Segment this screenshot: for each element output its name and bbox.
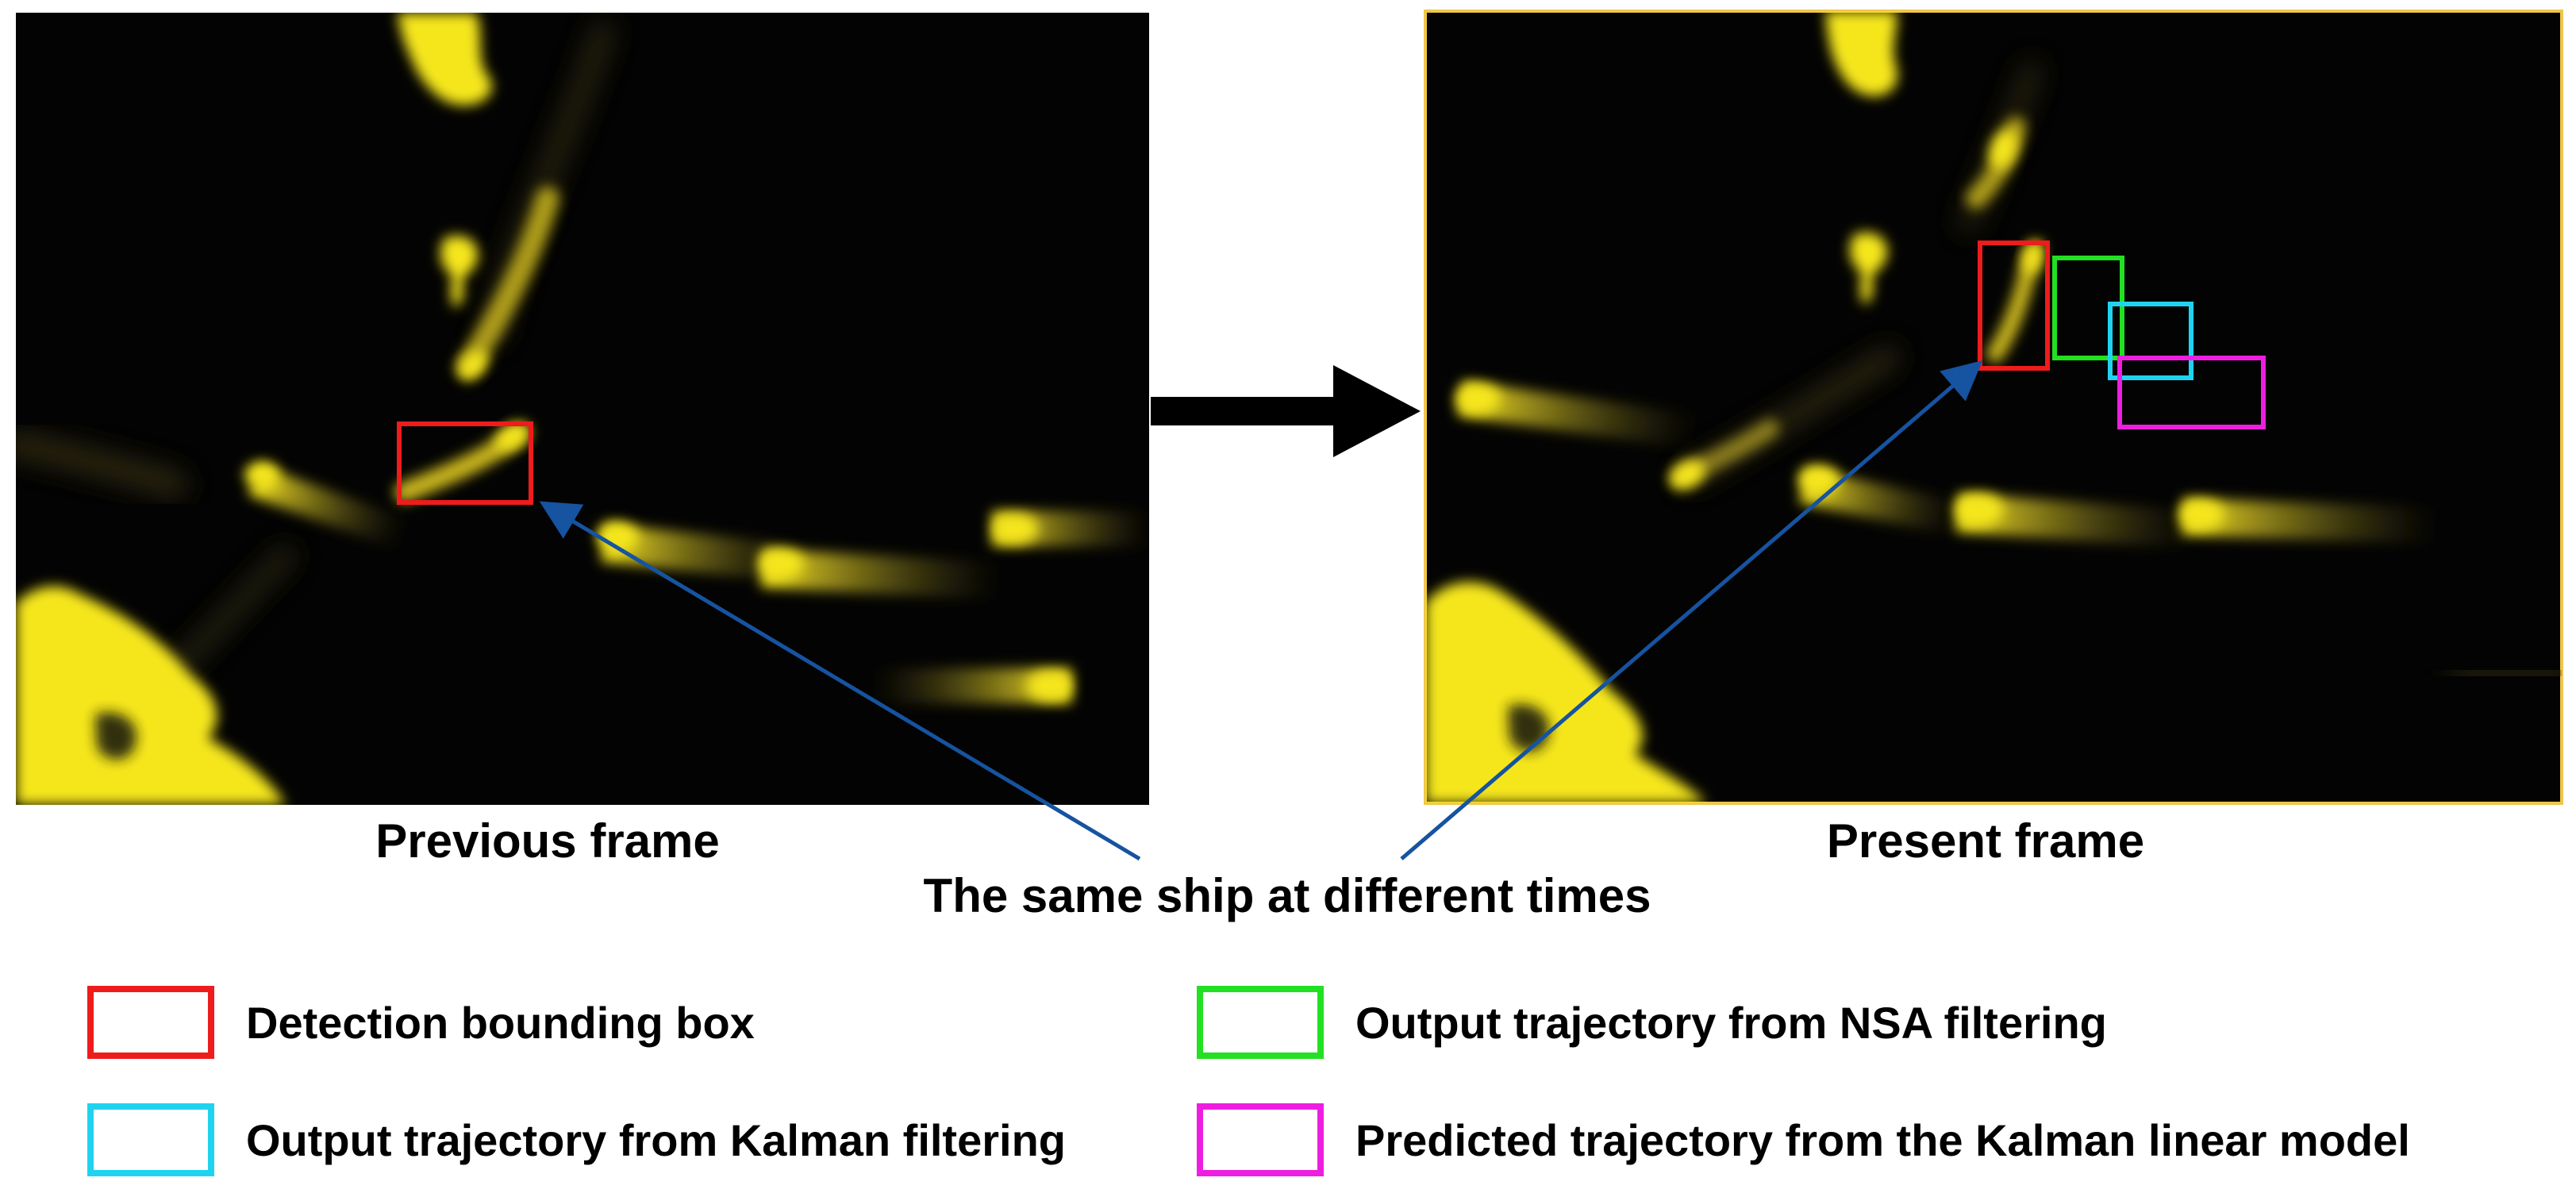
tracked-ship [495, 422, 530, 451]
ship-trail [1799, 468, 1963, 537]
faint-streak [16, 431, 188, 498]
legend-item-kalman-filter: Output trajectory from Kalman filtering [87, 1100, 1066, 1180]
island [440, 235, 479, 308]
ship [1989, 129, 2017, 170]
magenta-box-icon [1197, 1103, 1324, 1176]
ship [1455, 384, 1500, 413]
ship [1669, 460, 1705, 490]
ship-trail [248, 465, 409, 550]
previous-frame-label: Previous frame [375, 814, 720, 868]
ship [1027, 672, 1071, 700]
kalman-prediction-box [2117, 356, 2266, 429]
ship-trail [2182, 498, 2437, 545]
legend-label: Detection bounding box [246, 997, 755, 1048]
island [1850, 232, 1888, 305]
faint-streak [2448, 660, 2562, 687]
land-mass [397, 13, 492, 106]
kalman-filtering-box [2108, 302, 2193, 380]
legend-item-detection: Detection bounding box [87, 983, 755, 1062]
land-mass [16, 586, 286, 805]
legend-label: Predicted trajectory from the Kalman lin… [1355, 1114, 2410, 1165]
tracked-ship [2023, 240, 2043, 275]
ship-trail [601, 524, 811, 584]
legend-item-nsa: Output trajectory from NSA filtering [1197, 983, 2107, 1062]
ship [244, 462, 279, 487]
land-shadow [95, 712, 136, 760]
detection-box-present [1978, 241, 2050, 371]
detection-box-previous [397, 421, 533, 505]
ship-trail [760, 549, 1001, 600]
present-frame-panel [1424, 10, 2563, 805]
pointer-arrow-present [1400, 360, 1983, 860]
ship [1955, 494, 2003, 525]
ship [994, 514, 1038, 543]
ship [2179, 500, 2224, 529]
legend-label: Output trajectory from NSA filtering [1355, 997, 2107, 1048]
ship [1798, 465, 1840, 494]
ship [759, 549, 803, 578]
ship-wake [456, 187, 559, 377]
red-box-icon [87, 986, 214, 1059]
present-frame-label: Present frame [1826, 814, 2145, 868]
legend-label: Output trajectory from Kalman filtering [246, 1114, 1066, 1165]
ship-trail [1457, 381, 1699, 449]
pointer-arrow-previous [539, 501, 1141, 861]
nsa-filtering-box [2052, 256, 2124, 360]
green-box-icon [1197, 986, 1324, 1059]
figure-caption: The same ship at different times [923, 869, 1651, 922]
previous-frame-panel [16, 13, 1149, 805]
land-mass [1825, 11, 1898, 97]
legend-item-kalman-prediction: Predicted trajectory from the Kalman lin… [1197, 1100, 2410, 1180]
transition-arrow [1151, 365, 1421, 457]
cyan-box-icon [87, 1103, 214, 1176]
ship [458, 350, 488, 380]
land-mass [1425, 582, 1706, 803]
ship-trail [1955, 494, 2196, 548]
